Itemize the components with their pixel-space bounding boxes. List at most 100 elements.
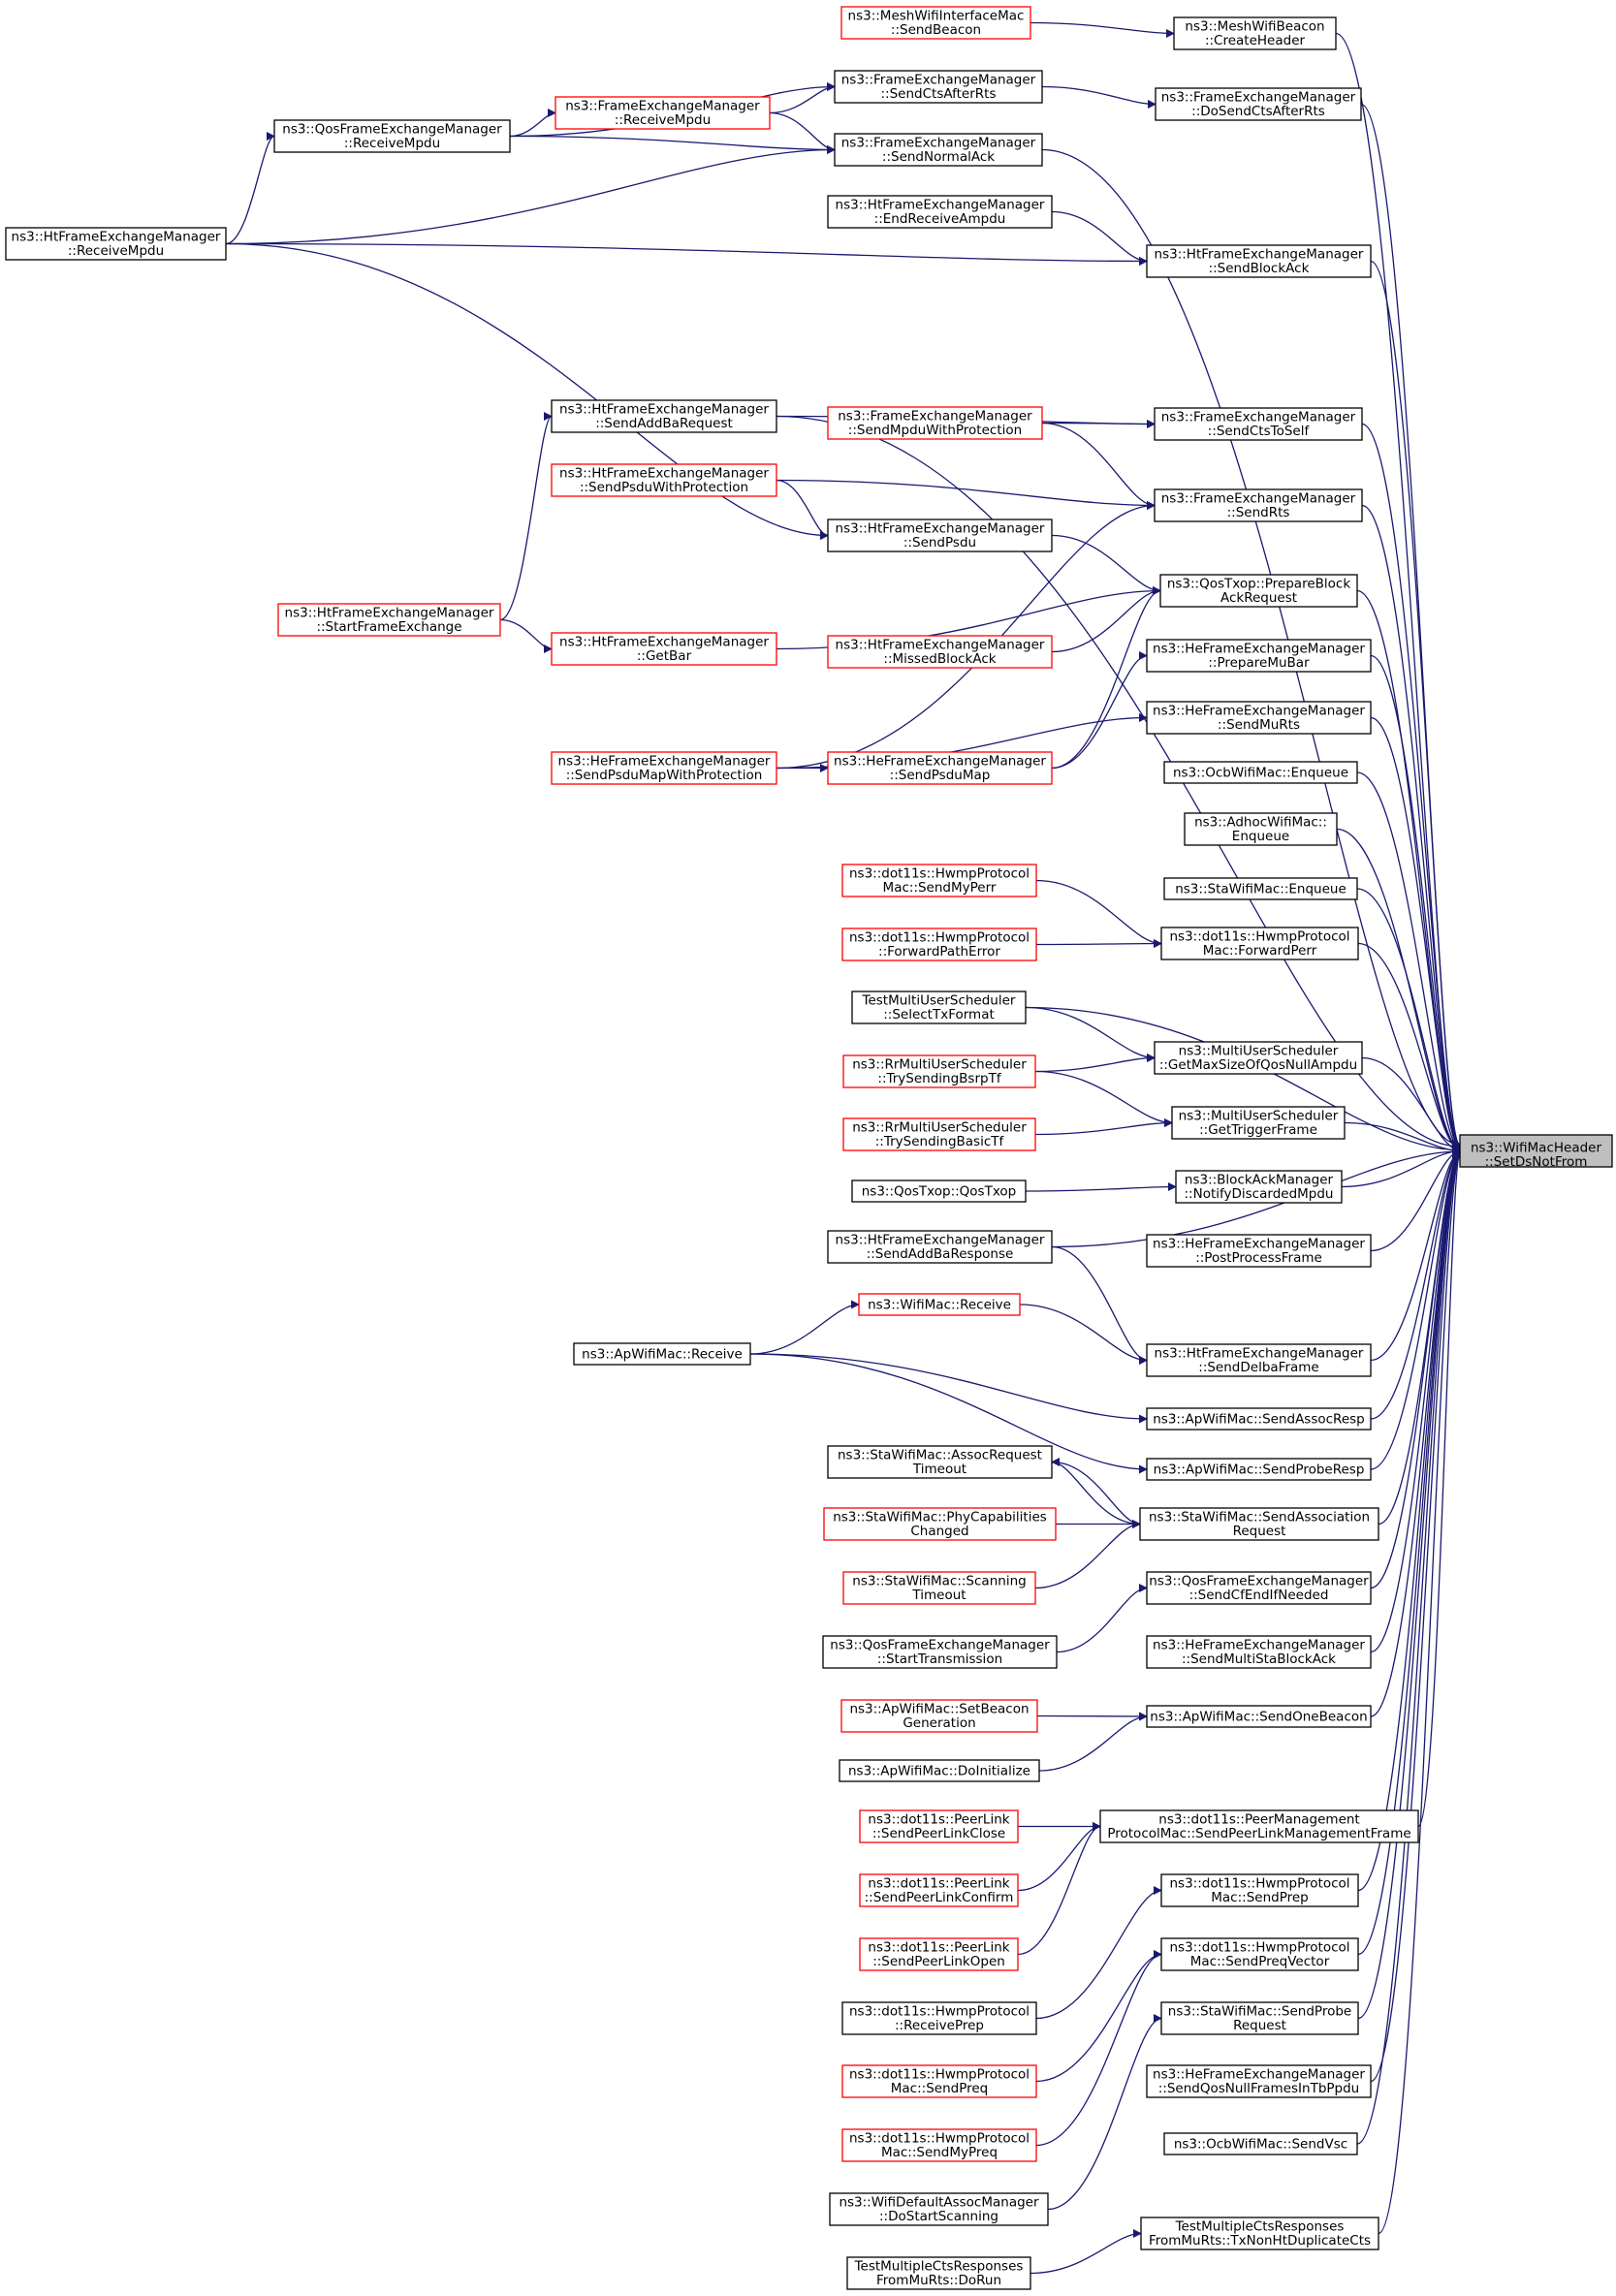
function-node[interactable]: ns3::HtFrameExchangeManager::StartFrameE… [277,603,501,637]
function-node[interactable]: ns3::OcbWifiMac::Enqueue [1163,761,1358,784]
function-node-label: ns3::dot11s::PeerManagement [1158,1812,1359,1828]
function-node[interactable]: ns3::FrameExchangeManager::DoSendCtsAfte… [1155,87,1362,121]
call-edge-n50-target [1370,1149,1461,1653]
function-node[interactable]: ns3::FrameExchangeManager::SendNormalAck [834,133,1043,167]
function-node-label: ns3::HtFrameExchangeManager [12,230,221,245]
function-node[interactable]: ns3::dot11s::PeerManagementProtocolMac::… [1099,1809,1419,1843]
function-node[interactable]: ns3::dot11s::HwmpProtocol::ReceivePrep [841,2001,1037,2035]
function-node-box [834,133,1043,167]
function-node[interactable]: ns3::MeshWifiInterfaceMac::SendBeacon [840,6,1031,40]
function-node[interactable]: ns3::dot11s::HwmpProtocolMac::ForwardPer… [1160,927,1359,960]
function-node[interactable]: ns3::HeFrameExchangeManager::SendMultiSt… [1146,1635,1372,1669]
function-node-box [1146,639,1372,673]
function-node[interactable]: ns3::dot11s::HwmpProtocol::ForwardPathEr… [841,928,1037,961]
function-node[interactable]: ns3::HtFrameExchangeManager::GetBar [551,632,777,666]
function-node[interactable]: ns3::QosFrameExchangeManager::ReceiveMpd… [273,119,511,153]
function-node[interactable]: ns3::OcbWifiMac::SendVsc [1163,2132,1358,2155]
function-node-box [1154,407,1363,441]
function-node[interactable]: ns3::ApWifiMac::Receive [573,1342,751,1366]
function-node[interactable]: ns3::MultiUserScheduler::GetTriggerFrame [1171,1106,1346,1140]
function-node-label: ns3::HtFrameExchangeManager [836,521,1045,537]
function-node[interactable]: ns3::HtFrameExchangeManager::SendAddBaRe… [551,399,777,433]
function-node[interactable]: ns3::MultiUserScheduler::GetMaxSizeOfQos… [1154,1041,1363,1075]
function-node-label: ns3::HeFrameExchangeManager [1153,2067,1365,2083]
function-node[interactable]: ns3::HtFrameExchangeManager::EndReceiveA… [827,195,1053,229]
function-node[interactable]: ns3::FrameExchangeManager::ReceiveMpdu [555,96,771,130]
function-node[interactable]: ns3::FrameExchangeManager::SendMpduWithP… [827,406,1043,440]
call-edge-n27-target [1356,888,1461,1154]
function-node[interactable]: ns3::dot11s::PeerLink::SendPeerLinkConfi… [859,1873,1019,1907]
function-node[interactable]: ns3::dot11s::PeerLink::SendPeerLinkClose [859,1809,1019,1843]
function-node[interactable]: ns3::WifiDefaultAssocManager::DoStartSca… [829,2192,1049,2226]
function-node[interactable]: ns3::HeFrameExchangeManager::PrepareMuBa… [1146,639,1372,673]
function-node-label: ns3::ApWifiMac::Receive [582,1347,743,1363]
function-node[interactable]: TestMultipleCtsResponsesFromMuRts::TxNon… [1140,2217,1379,2250]
function-node[interactable]: ns3::AdhocWifiMac::Enqueue [1184,812,1338,846]
function-node[interactable]: ns3::ApWifiMac::SendAssocResp [1146,1407,1372,1431]
function-node[interactable]: ns3::dot11s::PeerLink::SendPeerLinkOpen [859,1937,1019,1971]
function-node[interactable]: ns3::QosFrameExchangeManager::SendCfEndI… [1146,1571,1372,1605]
function-node-box [827,635,1053,669]
function-node-label: Mac::SendMyPreq [881,2145,998,2160]
target-node-setdsnotfrom[interactable]: ns3::WifiMacHeader ::SetDsNotFrom [1459,1134,1613,1170]
function-node-label: Mac::SendPreq [891,2081,988,2096]
function-node[interactable]: ns3::HeFrameExchangeManager::SendQosNull… [1146,2064,1372,2098]
function-node-label: ::SendPeerLinkClose [872,1826,1005,1841]
function-node[interactable]: TestMultiUserScheduler::SelectTxFormat [851,991,1027,1024]
function-node[interactable]: ns3::dot11s::HwmpProtocolMac::SendPreqVe… [1160,1937,1359,1971]
function-node[interactable]: ns3::RrMultiUserScheduler::TrySendingBas… [842,1117,1036,1151]
function-node[interactable]: ns3::ApWifiMac::SendOneBeacon [1146,1705,1372,1728]
function-node-box [1160,927,1359,960]
function-node[interactable]: ns3::HtFrameExchangeManager::SendPsdu [827,519,1053,552]
function-node[interactable]: ns3::ApWifiMac::SendProbeResp [1146,1458,1372,1481]
function-node-label: Mac::SendPreqVector [1190,1954,1330,1969]
function-node-label: ::ReceiveMpdu [68,243,164,259]
function-node-box [827,406,1043,440]
function-node-label: ns3::MultiUserScheduler [1179,1109,1339,1124]
function-node[interactable]: ns3::HeFrameExchangeManager::SendPsduMap… [551,751,777,785]
function-node[interactable]: ns3::FrameExchangeManager::SendRts [1154,488,1363,522]
function-node[interactable]: ns3::WifiMac::Receive [858,1293,1021,1316]
function-node[interactable]: ns3::RrMultiUserScheduler::TrySendingBsr… [842,1054,1036,1088]
function-node-box [859,1809,1019,1843]
function-node[interactable]: ns3::HtFrameExchangeManager::SendAddBaRe… [827,1230,1053,1264]
function-node[interactable]: ns3::HtFrameExchangeManager::ReceiveMpdu [5,227,227,261]
function-node[interactable]: ns3::MeshWifiBeacon::CreateHeader [1173,16,1337,50]
function-node[interactable]: ns3::HeFrameExchangeManager::SendMuRts [1146,701,1372,735]
function-node[interactable]: ns3::HtFrameExchangeManager::MissedBlock… [827,635,1053,669]
function-node-box [1173,16,1337,50]
function-node[interactable]: ns3::StaWifiMac::Enqueue [1163,877,1358,900]
function-node[interactable]: ns3::HtFrameExchangeManager::SendDelbaFr… [1146,1343,1372,1377]
function-node-label: ns3::dot11s::HwmpProtocol [849,2067,1030,2083]
function-node-box [841,2001,1037,2035]
function-node[interactable]: ns3::QosTxop::QosTxop [851,1179,1027,1203]
function-node-box [555,96,771,130]
function-node[interactable]: ns3::FrameExchangeManager::SendCtsAfterR… [834,70,1043,104]
function-node-box [858,1293,1021,1316]
call-edge-n56-n55 [1017,1822,1101,1892]
function-node[interactable]: ns3::ApWifiMac::DoInitialize [839,1759,1040,1782]
function-node[interactable]: ns3::HtFrameExchangeManager::SendPsduWit… [551,463,777,497]
call-edge-n39-n41 [1019,1304,1148,1365]
function-node[interactable]: ns3::HtFrameExchangeManager::SendBlockAc… [1146,244,1372,278]
function-node-box [1146,1458,1372,1481]
function-node[interactable]: ns3::HeFrameExchangeManager::SendPsduMap [827,751,1053,785]
function-node[interactable]: ns3::FrameExchangeManager::SendCtsToSelf [1154,407,1363,441]
function-node[interactable]: ns3::BlockAckManager::NotifyDiscardedMpd… [1175,1170,1343,1204]
call-edge-n60-n57 [1035,1886,1162,2020]
function-node[interactable]: ns3::QosFrameExchangeManager::StartTrans… [822,1635,1058,1669]
function-node[interactable]: ns3::HeFrameExchangeManager::PostProcess… [1146,1234,1372,1268]
